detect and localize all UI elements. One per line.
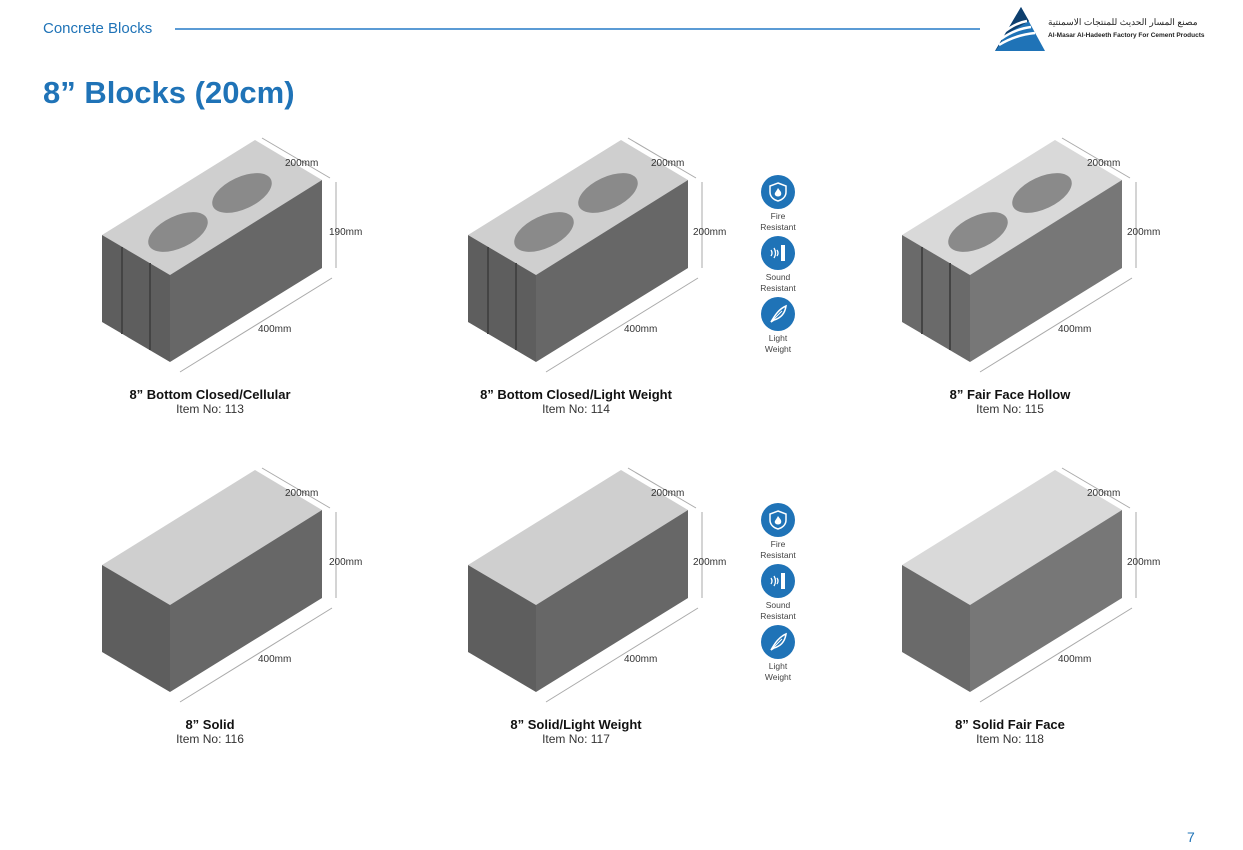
block-illustration: 200mm 200mm 400mm [468,137,726,373]
height-label: 200mm [1127,557,1160,568]
logo-arabic-text: مصنع المسار الحديث للمنتجات الاسمنتية [1048,17,1198,27]
block-top-face [468,470,688,605]
fire-shield-icon [761,503,795,537]
header-rule [175,28,980,30]
block-end-face [468,565,536,692]
feature-label: Sound Resistant [760,600,796,621]
feather-icon [761,297,795,331]
item-number: Item No: 118 [976,732,1044,746]
feature-label: Light Weight [764,661,792,682]
height-label: 190mm [329,227,362,238]
length-label: 400mm [1058,324,1091,335]
block-end-face [102,565,170,692]
item-number: Item No: 114 [542,402,610,416]
length-label: 400mm [624,324,657,335]
block-cell-hole [514,212,574,252]
length-dimension-line [179,607,333,703]
company-logo: مصنع المسار الحديث للمنتجات الاسمنتية Al… [993,5,1243,55]
product-name: 8” Solid [185,717,235,732]
length-label: 400mm [1058,654,1091,665]
height-label: 200mm [329,557,362,568]
product-name: 8” Solid/Light Weight [510,717,642,732]
height-label: 200mm [693,557,726,568]
block-side-face [970,510,1122,692]
block-top-face [902,470,1122,605]
block-top-face [102,470,322,605]
page-number: 7 [1187,829,1195,845]
block-side-face [170,180,322,362]
width-dimension-line [261,137,331,179]
feature-label: Sound Resistant [760,272,796,293]
block-end-face [902,235,970,362]
page-title: 8” Blocks (20cm) [43,75,295,110]
length-label: 400mm [624,654,657,665]
length-dimension-line [545,277,699,373]
block-side-face [536,180,688,362]
block-illustration: 200mm 190mm 400mm [102,137,362,373]
feature-label: Light Weight [764,333,792,354]
length-dimension-line [979,277,1133,373]
block-side-face [170,510,322,692]
block-side-face [970,180,1122,362]
length-label: 400mm [258,654,291,665]
block-illustration: 200mm 200mm 400mm [468,467,726,703]
item-number: Item No: 117 [542,732,610,746]
block-end-face [468,235,536,362]
length-dimension-line [979,607,1133,703]
width-dimension-line [261,467,331,509]
length-label: 400mm [258,324,291,335]
product-name: 8” Bottom Closed/Light Weight [480,387,672,402]
fire-shield-icon [761,175,795,209]
item-number: Item No: 113 [176,402,244,416]
width-dimension-line [627,467,697,509]
width-label: 200mm [285,488,318,499]
block-cell-hole [1012,173,1072,213]
width-dimension-line [1061,467,1131,509]
length-dimension-line [179,277,333,373]
length-dimension-line [545,607,699,703]
block-cell-hole [148,212,208,252]
item-number: Item No: 116 [176,732,244,746]
block-cell-hole [948,212,1008,252]
height-label: 200mm [1127,227,1160,238]
width-label: 200mm [1087,488,1120,499]
feature-label: Fire Resistant [760,539,796,560]
section-title: Concrete Blocks [43,20,153,37]
width-dimension-line [1061,137,1131,179]
product-name: 8” Fair Face Hollow [949,387,1071,402]
item-number: Item No: 115 [976,402,1044,416]
width-label: 200mm [651,158,684,169]
width-label: 200mm [651,488,684,499]
sound-wall-icon [761,564,795,598]
product-name: 8” Solid Fair Face [955,717,1065,732]
block-end-face [102,235,170,362]
width-label: 200mm [285,158,318,169]
feather-icon [761,625,795,659]
block-illustration: 200mm 200mm 400mm [902,137,1160,373]
logo-triangle-icon [995,7,1045,51]
block-cell-hole [578,173,638,213]
block-cell-hole [212,173,272,213]
width-dimension-line [627,137,697,179]
logo-english-text: Al-Masar Al-Hadeeth Factory For Cement P… [1048,32,1205,39]
sound-wall-icon [761,236,795,270]
product-name: 8” Bottom Closed/Cellular [129,387,291,402]
block-end-face [902,565,970,692]
height-label: 200mm [693,227,726,238]
block-illustration: 200mm 200mm 400mm [902,467,1160,703]
width-label: 200mm [1087,158,1120,169]
block-illustration: 200mm 200mm 400mm [102,467,362,703]
feature-label: Fire Resistant [760,211,796,232]
block-side-face [536,510,688,692]
